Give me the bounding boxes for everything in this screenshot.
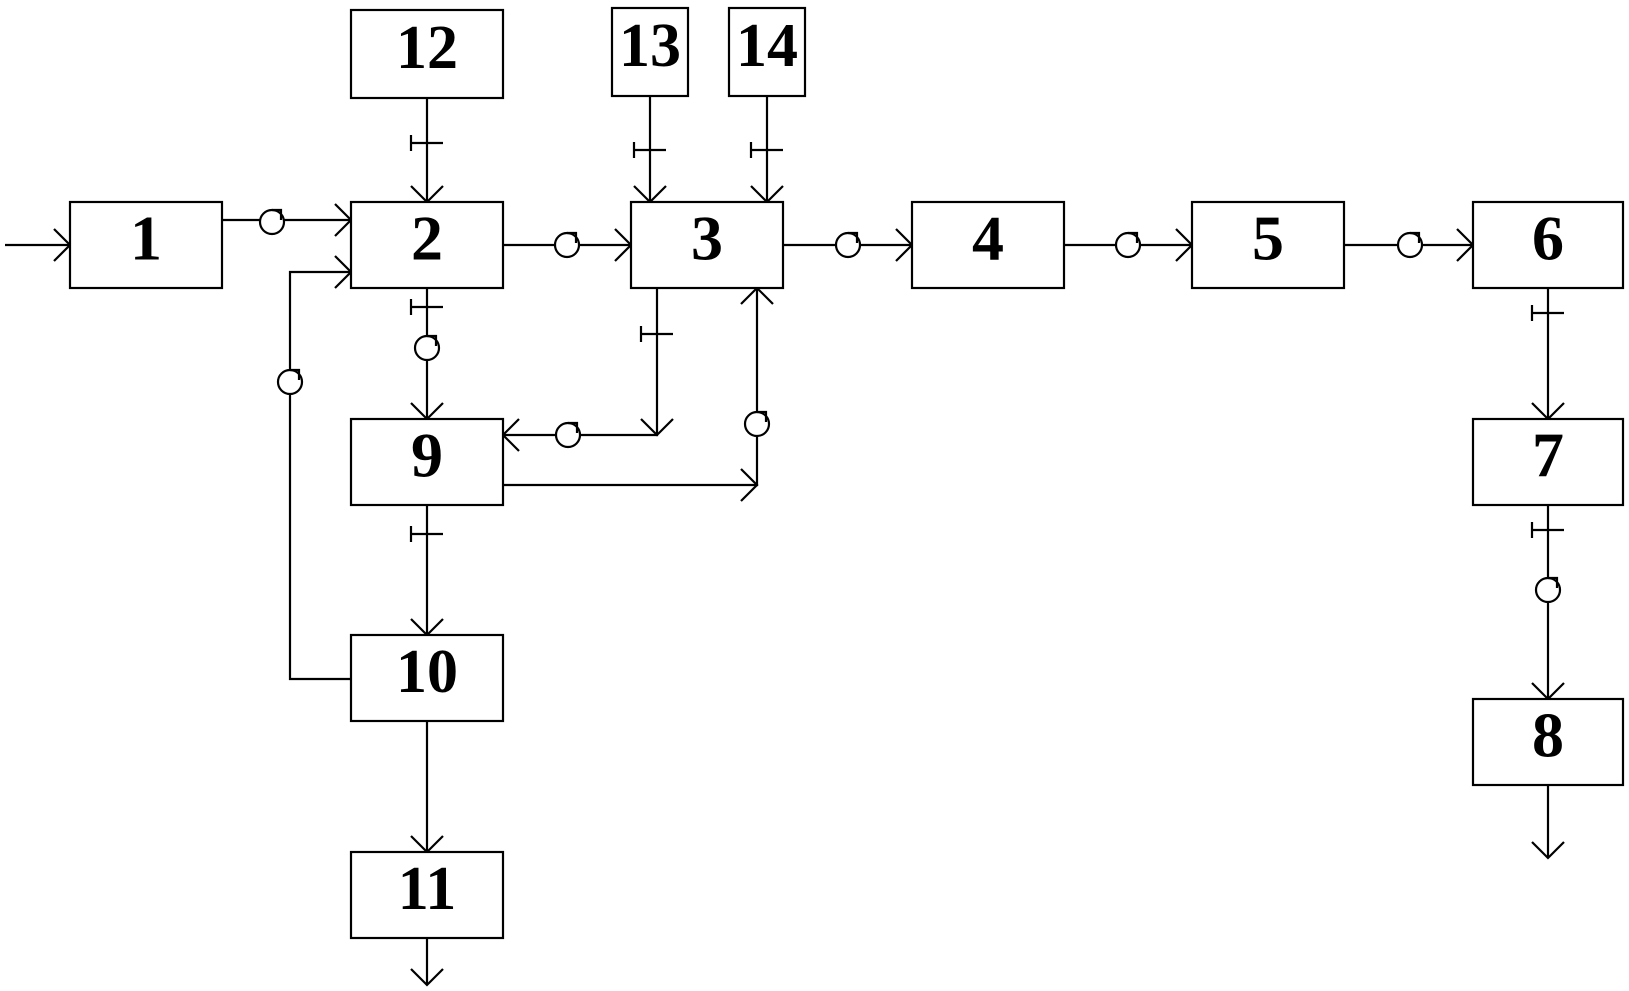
unit-2: 2 — [349, 200, 505, 290]
valve-icon — [639, 326, 673, 342]
pump-icon — [1396, 231, 1424, 259]
unit-7: 7 — [1471, 417, 1625, 507]
unit-13: 13 — [610, 6, 690, 98]
unit-4: 4 — [910, 200, 1066, 290]
unit-7-label: 7 — [1532, 420, 1564, 491]
unit-6: 6 — [1471, 200, 1625, 290]
unit-12: 12 — [349, 8, 505, 100]
pump-icon — [258, 208, 286, 236]
unit-14: 14 — [727, 6, 807, 98]
valve-icon — [409, 135, 443, 151]
pump-icon — [834, 231, 862, 259]
unit-11: 11 — [349, 850, 505, 940]
unit-12-label: 12 — [396, 14, 458, 82]
flow-arrowhead — [640, 418, 674, 437]
unit-14-label: 14 — [736, 12, 798, 80]
unit-1: 1 — [68, 200, 224, 290]
unit-8: 8 — [1471, 697, 1625, 787]
flow-arrowhead — [1531, 841, 1565, 860]
unit-3-label: 3 — [691, 203, 723, 274]
connection-lines — [5, 96, 1565, 987]
valve-icon — [749, 142, 783, 158]
pump-icon — [554, 421, 582, 449]
unit-6-label: 6 — [1532, 203, 1564, 274]
unit-1-label: 1 — [130, 203, 162, 274]
pump-icon — [743, 410, 771, 438]
inline-devices — [258, 135, 1564, 604]
unit-4-label: 4 — [972, 203, 1004, 274]
pipe-line — [503, 288, 659, 437]
valve-icon — [409, 526, 443, 542]
flow-arrowhead — [410, 968, 444, 987]
pump-icon — [1534, 576, 1562, 604]
pump-icon — [276, 368, 304, 396]
unit-3: 3 — [629, 200, 785, 290]
unit-13-label: 13 — [619, 12, 681, 80]
valve-icon — [409, 299, 443, 315]
pump-icon — [1114, 231, 1142, 259]
pump-icon — [553, 231, 581, 259]
unit-9: 9 — [349, 417, 505, 507]
pipe-line — [503, 288, 759, 487]
unit-5-label: 5 — [1252, 203, 1284, 274]
flow-arrowhead — [740, 468, 759, 502]
unit-8-label: 8 — [1532, 700, 1564, 771]
valve-icon — [1530, 522, 1564, 538]
valve-icon — [632, 142, 666, 158]
unit-2-label: 2 — [411, 203, 443, 274]
unit-11-label: 11 — [398, 855, 457, 923]
valve-icon — [1530, 305, 1564, 321]
process-units: 1 2 3 4 5 6 7 8 9 10 11 12 13 14 — [68, 6, 1625, 940]
unit-10-label: 10 — [396, 638, 458, 706]
pump-icon — [413, 334, 441, 362]
pipe-line — [288, 270, 351, 681]
unit-10: 10 — [349, 633, 505, 723]
unit-5: 5 — [1190, 200, 1346, 290]
unit-9-label: 9 — [411, 420, 443, 491]
